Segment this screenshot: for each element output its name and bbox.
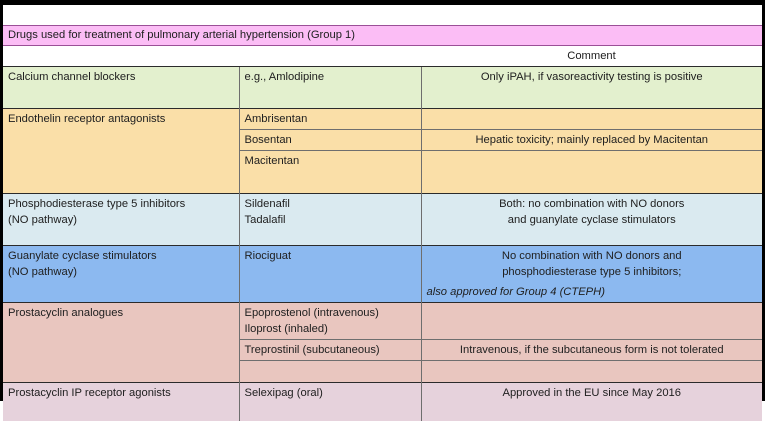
agent-label: e.g., Amlodipine bbox=[240, 67, 421, 87]
drug-class-cell: Prostacyclin IP receptor agonists bbox=[3, 383, 239, 421]
comment-label bbox=[422, 109, 763, 113]
comment-italic-note: also approved for Group 4 (CTEPH) bbox=[422, 282, 763, 302]
agent-cell: Macitentan bbox=[239, 151, 421, 172]
banner-cell: Drugs used for treatment of pulmonary ar… bbox=[3, 25, 762, 45]
table-row: Guanylate cyclase stimulators (NO pathwa… bbox=[3, 246, 762, 283]
comment-cell: Intravenous, if the subcutaneous form is… bbox=[421, 340, 762, 361]
agent-cell: Ambrisentan bbox=[239, 109, 421, 130]
comment-filler bbox=[421, 87, 762, 109]
drug-class-label: Guanylate cyclase stimulators (NO pathwa… bbox=[3, 246, 239, 282]
agent-label: Treprostinil (subcutaneous) bbox=[240, 340, 421, 360]
comment-label bbox=[422, 303, 763, 307]
agent-filler bbox=[239, 361, 421, 383]
comment-label: Intravenous, if the subcutaneous form is… bbox=[422, 340, 763, 360]
column-header-row: Comment bbox=[3, 45, 762, 66]
agent-filler bbox=[239, 230, 421, 246]
comment-filler bbox=[421, 171, 762, 193]
comment-note-cell: also approved for Group 4 (CTEPH) bbox=[421, 282, 762, 303]
agent-label: Bosentan bbox=[240, 130, 421, 150]
agent-label: Sildenafil Tadalafil bbox=[240, 194, 421, 230]
agent-label: Riociguat bbox=[240, 246, 421, 266]
drug-class-label: Endothelin receptor antagonists bbox=[3, 109, 239, 129]
comment-label: Only iPAH, if vasoreactivity testing is … bbox=[422, 67, 763, 87]
drug-class-label: Calcium channel blockers bbox=[3, 67, 239, 87]
agent-filler bbox=[239, 87, 421, 109]
banner-title: Drugs used for treatment of pulmonary ar… bbox=[3, 26, 762, 45]
drug-class-cell: Endothelin receptor antagonists bbox=[3, 109, 239, 194]
drug-class-cell: Calcium channel blockers bbox=[3, 66, 239, 109]
agent-cell: Bosentan bbox=[239, 130, 421, 151]
comment-label: Both: no combination with NO donors and … bbox=[422, 194, 763, 230]
comment-filler bbox=[421, 230, 762, 246]
agent-label: Epoprostenol (intravenous) Iloprost (inh… bbox=[240, 303, 421, 339]
comment-cell: Only iPAH, if vasoreactivity testing is … bbox=[421, 66, 762, 87]
table-row: Prostacyclin IP receptor agonists Selexi… bbox=[3, 383, 762, 404]
drug-class-label: Prostacyclin analogues bbox=[3, 303, 239, 323]
comment-label: No combination with NO donors and phosph… bbox=[422, 246, 763, 282]
drug-table-sheet: Drugs used for treatment of pulmonary ar… bbox=[0, 0, 765, 401]
agent-cell: Treprostinil (subcutaneous) bbox=[239, 340, 421, 361]
agent-cell: Sildenafil Tadalafil bbox=[239, 193, 421, 230]
comment-label bbox=[422, 151, 763, 155]
comment-filler bbox=[421, 403, 762, 421]
top-spacer-row bbox=[3, 5, 762, 25]
agent-filler bbox=[239, 282, 421, 303]
comment-cell: No combination with NO donors and phosph… bbox=[421, 246, 762, 283]
table-row: Endothelin receptor antagonists Ambrisen… bbox=[3, 109, 762, 130]
agent-filler bbox=[239, 403, 421, 421]
drug-class-label: Phosphodiesterase type 5 inhibitors (NO … bbox=[3, 194, 239, 230]
drug-class-cell: Phosphodiesterase type 5 inhibitors (NO … bbox=[3, 193, 239, 246]
comment-column-label: Comment bbox=[421, 46, 762, 66]
agent-label: Selexipag (oral) bbox=[240, 383, 421, 403]
agent-label: Ambrisentan bbox=[240, 109, 421, 129]
header-comment: Comment bbox=[421, 45, 762, 66]
agent-cell: Selexipag (oral) bbox=[239, 383, 421, 404]
comment-filler bbox=[421, 361, 762, 383]
header-blank-agent bbox=[239, 45, 421, 66]
table-row: Calcium channel blockers e.g., Amlodipin… bbox=[3, 66, 762, 87]
agent-cell: Riociguat bbox=[239, 246, 421, 283]
drug-table: Drugs used for treatment of pulmonary ar… bbox=[3, 5, 762, 421]
banner-row: Drugs used for treatment of pulmonary ar… bbox=[3, 25, 762, 45]
comment-cell: Approved in the EU since May 2016 bbox=[421, 383, 762, 404]
comment-cell bbox=[421, 151, 762, 172]
comment-cell: Hepatic toxicity; mainly replaced by Mac… bbox=[421, 130, 762, 151]
agent-cell: e.g., Amlodipine bbox=[239, 66, 421, 87]
drug-class-cell: Guanylate cyclase stimulators (NO pathwa… bbox=[3, 246, 239, 303]
comment-label: Approved in the EU since May 2016 bbox=[422, 383, 763, 403]
comment-cell bbox=[421, 109, 762, 130]
header-blank-drug-class bbox=[3, 45, 239, 66]
comment-label: Hepatic toxicity; mainly replaced by Mac… bbox=[422, 130, 763, 150]
agent-cell: Epoprostenol (intravenous) Iloprost (inh… bbox=[239, 303, 421, 340]
comment-cell: Both: no combination with NO donors and … bbox=[421, 193, 762, 230]
comment-cell bbox=[421, 303, 762, 340]
agent-filler bbox=[239, 171, 421, 193]
agent-label: Macitentan bbox=[240, 151, 421, 171]
table-row: Phosphodiesterase type 5 inhibitors (NO … bbox=[3, 193, 762, 230]
drug-class-label: Prostacyclin IP receptor agonists bbox=[3, 383, 239, 403]
top-spacer-cell bbox=[3, 5, 762, 25]
table-row: Prostacyclin analogues Epoprostenol (int… bbox=[3, 303, 762, 340]
drug-class-cell: Prostacyclin analogues bbox=[3, 303, 239, 383]
